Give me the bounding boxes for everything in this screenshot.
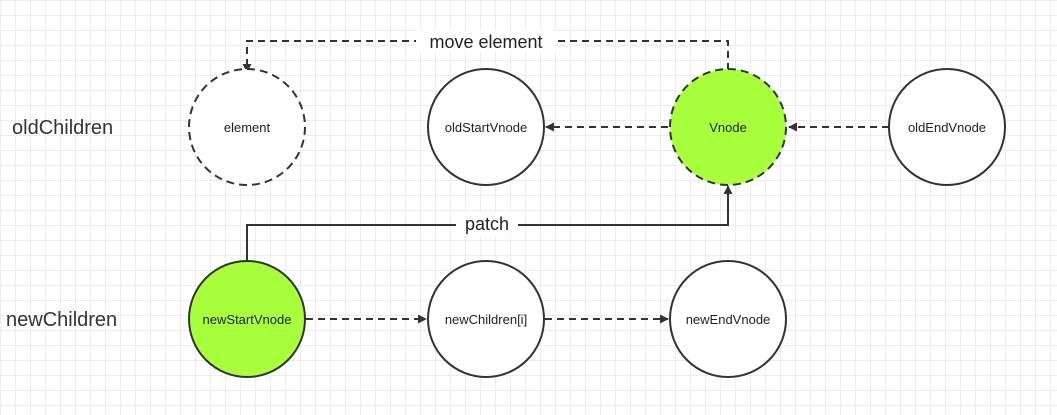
- new-end-vnode-label: newEndVnode: [686, 312, 771, 327]
- new-end-vnode-node: newEndVnode: [669, 260, 787, 378]
- patch-label: patch: [465, 214, 509, 234]
- element-node: element: [188, 68, 306, 186]
- old-start-vnode-label: oldStartVnode: [445, 120, 527, 135]
- old-end-vnode-label: oldEndVnode: [908, 120, 986, 135]
- old-end-vnode-node: oldEndVnode: [888, 68, 1006, 186]
- move-element-label-bg: [416, 30, 556, 52]
- new-children-i-node: newChildren[i]: [427, 260, 545, 378]
- patch-label-bg: [456, 213, 518, 235]
- old-children-row-label: oldChildren: [12, 117, 113, 139]
- move-element-label: move element: [429, 32, 542, 52]
- new-start-vnode-label: newStartVnode: [203, 312, 292, 327]
- vnode-node: Vnode: [669, 68, 787, 186]
- vnode-label: Vnode: [709, 120, 747, 135]
- new-start-vnode-node: newStartVnode: [188, 260, 306, 378]
- old-start-vnode-node: oldStartVnode: [427, 68, 545, 186]
- new-children-row-label: newChildren: [6, 309, 117, 331]
- element-node-label: element: [224, 120, 271, 135]
- new-children-i-label: newChildren[i]: [445, 312, 527, 327]
